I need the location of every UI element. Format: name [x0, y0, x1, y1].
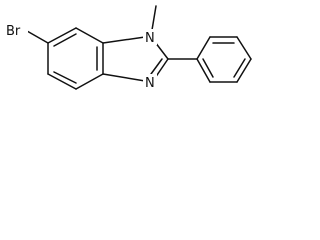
- atom-label-n1: N: [145, 31, 155, 46]
- bond-ph1-ph2: [196, 36, 211, 60]
- bond-ph6-ph1: [196, 58, 211, 83]
- bond-c6-c7: [47, 27, 77, 44]
- bond-n1-methyl: [151, 5, 157, 31]
- bond-c4-c5: [47, 73, 77, 90]
- bond-c2-n3: [154, 58, 169, 79]
- bond-c7a-n1: [102, 36, 146, 44]
- bond-ph4-ph5: [236, 58, 252, 83]
- bond-n1-c2: [154, 41, 169, 60]
- label-mask-n3: [143, 74, 157, 90]
- atom-label-bromine: Br: [6, 24, 21, 39]
- inner-bond-ph6-ph1: [202, 58, 214, 78]
- bonds: [26, 5, 252, 90]
- bond-n3-c3a: [102, 73, 146, 82]
- structure-diagram: Br N N: [4, 5, 252, 91]
- bond-c6-br: [26, 30, 49, 44]
- label-mask-br: [4, 21, 28, 39]
- inner-bond-c4-c5: [53, 71, 77, 84]
- bond-c7-c7a: [75, 27, 104, 44]
- inner-bond-c6-c7: [53, 33, 77, 47]
- inner-bond-c2-n3: [150, 58, 163, 75]
- atom-label-n3: N: [145, 76, 155, 91]
- label-mask-n1: [143, 29, 157, 45]
- inner-bond-ph4-ph5: [233, 58, 246, 78]
- bond-ph3-ph4: [236, 36, 252, 60]
- bond-c3a-c4: [75, 73, 104, 90]
